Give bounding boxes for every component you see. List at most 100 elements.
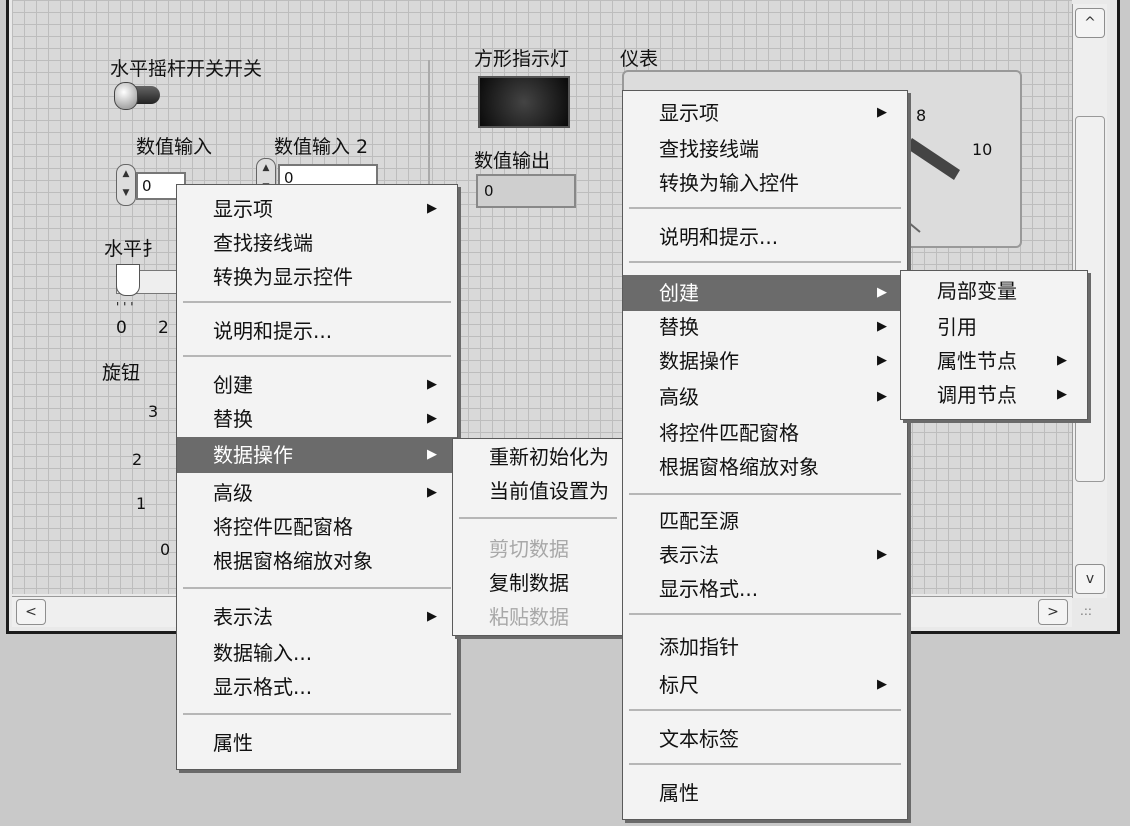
- numeric-input-1-field[interactable]: 0: [136, 172, 186, 200]
- menu-item[interactable]: 查找接线端: [623, 131, 907, 167]
- menu-item-label: 说明和提示...: [659, 225, 779, 249]
- menu-item-label: 属性节点: [937, 349, 1017, 373]
- square-led-indicator[interactable]: [478, 76, 570, 128]
- slider-tick-marks: ' ' ': [116, 300, 134, 314]
- menu-item-label: 表示法: [659, 543, 719, 567]
- menu-item[interactable]: 属性: [177, 725, 457, 761]
- menu-item[interactable]: 显示格式...: [623, 571, 907, 607]
- menu-item[interactable]: 转换为输入控件: [623, 165, 907, 201]
- menu-item-label: 查找接线端: [659, 137, 759, 161]
- menu-item-label: 显示格式...: [659, 577, 759, 601]
- menu-item[interactable]: 添加指针: [623, 629, 907, 665]
- numeric-input-1-label: 数值输入: [136, 136, 213, 158]
- submenu-arrow-icon: ▶: [1057, 387, 1067, 402]
- menu-item[interactable]: 高级▶: [623, 379, 907, 415]
- knob-tick-2: 2: [132, 450, 143, 469]
- menu-item-label: 替换: [659, 315, 699, 339]
- menu-item[interactable]: 转换为显示控件: [177, 259, 457, 295]
- menu-item[interactable]: 剪切数据: [453, 531, 623, 567]
- menu-item[interactable]: 根据窗格缩放对象: [177, 543, 457, 579]
- menu-item[interactable]: 数据操作▶: [623, 343, 907, 379]
- menu-item[interactable]: 显示格式...: [177, 669, 457, 705]
- menu-item[interactable]: 显示项▶: [177, 191, 457, 227]
- menu-item[interactable]: 创建▶: [623, 275, 907, 311]
- menu-item-label: 匹配至源: [659, 509, 739, 533]
- horizontal-toggle-switch[interactable]: [114, 82, 164, 110]
- menu-item-label: 引用: [937, 315, 977, 339]
- menu-item[interactable]: 将控件匹配窗格: [177, 509, 457, 545]
- scroll-down-icon[interactable]: v: [1075, 564, 1105, 594]
- submenu-arrow-icon: ▶: [877, 319, 887, 334]
- menu-item[interactable]: 引用: [901, 309, 1087, 345]
- menu-separator: [183, 301, 451, 303]
- menu-item[interactable]: 表示法 ▶: [623, 537, 907, 573]
- scroll-up-icon[interactable]: ^: [1075, 8, 1105, 38]
- menu-item[interactable]: 局部变量: [901, 273, 1087, 309]
- menu-item-label: 添加指针: [659, 635, 739, 659]
- numeric-input-1-spinner[interactable]: ▲▼: [116, 164, 136, 206]
- menu-item-label: 复制数据: [489, 571, 569, 595]
- submenu-arrow-icon: ▶: [427, 609, 437, 624]
- menu-separator: [629, 613, 901, 615]
- menu-item[interactable]: 数据输入...: [177, 635, 457, 671]
- create-submenu: 局部变量引用属性节点 ▶ 调用节点 ▶: [900, 270, 1088, 420]
- knob-label: 旋钮: [102, 362, 141, 384]
- menu-item[interactable]: 文本标签: [623, 721, 907, 757]
- menu-item[interactable]: 说明和提示...: [177, 313, 457, 349]
- menu-item-label: 说明和提示...: [213, 319, 333, 343]
- menu-item[interactable]: 创建▶: [177, 367, 457, 403]
- menu-item[interactable]: 替换 ▶: [623, 309, 907, 345]
- submenu-arrow-icon: ▶: [427, 377, 437, 392]
- menu-item-label: 重新初始化为: [489, 445, 609, 469]
- gauge-label: 仪表: [620, 48, 659, 70]
- menu-item[interactable]: 重新初始化为: [453, 439, 623, 475]
- scroll-left-icon[interactable]: <: [16, 599, 46, 625]
- numeric-output-field[interactable]: 0: [476, 174, 576, 208]
- menu-item-label: 转换为输入控件: [659, 171, 799, 195]
- gauge-needle-arc: [906, 138, 960, 233]
- menu-separator: [629, 493, 901, 495]
- toggle-label: 水平摇杆开关开关: [110, 58, 263, 80]
- menu-item[interactable]: 匹配至源: [623, 503, 907, 539]
- menu-item[interactable]: 替换▶: [177, 401, 457, 437]
- resize-grip-icon[interactable]: .::: [1080, 604, 1092, 618]
- menu-item[interactable]: 数据操作▶: [177, 437, 457, 473]
- menu-item-label: 调用节点: [937, 383, 1017, 407]
- menu-item[interactable]: 根据窗格缩放对象: [623, 449, 907, 485]
- data-operations-submenu: 重新初始化为当前值设置为剪切数据复制数据粘贴数据: [452, 438, 624, 636]
- menu-item[interactable]: 属性: [623, 775, 907, 811]
- menu-item[interactable]: 复制数据: [453, 565, 623, 601]
- menu-item-label: 数据操作: [213, 443, 293, 467]
- submenu-arrow-icon: ▶: [877, 677, 887, 692]
- menu-item[interactable]: 说明和提示...: [623, 219, 907, 255]
- submenu-arrow-icon: ▶: [877, 547, 887, 562]
- submenu-arrow-icon: ▶: [1057, 353, 1067, 368]
- menu-item[interactable]: 表示法 ▶: [177, 599, 457, 635]
- menu-separator: [629, 709, 901, 711]
- menu-item[interactable]: 属性节点 ▶: [901, 343, 1087, 379]
- menu-item-label: 属性: [213, 731, 253, 755]
- scroll-right-icon[interactable]: >: [1038, 599, 1068, 625]
- menu-item-label: 根据窗格缩放对象: [213, 549, 373, 573]
- menu-item-label: 文本标签: [659, 727, 739, 751]
- menu-item-label: 根据窗格缩放对象: [659, 455, 819, 479]
- menu-item[interactable]: 显示项▶: [623, 95, 907, 131]
- menu-item-label: 属性: [659, 781, 699, 805]
- numeric-output-label: 数值输出: [474, 150, 551, 172]
- menu-item[interactable]: 高级▶: [177, 475, 457, 511]
- menu-item[interactable]: 粘贴数据: [453, 599, 623, 635]
- menu-item[interactable]: 当前值设置为: [453, 473, 623, 509]
- menu-item[interactable]: 查找接线端: [177, 225, 457, 261]
- menu-item-label: 表示法: [213, 605, 273, 629]
- menu-item[interactable]: 将控件匹配窗格: [623, 415, 907, 451]
- menu-item[interactable]: 调用节点 ▶: [901, 377, 1087, 413]
- menu-item[interactable]: 标尺▶: [623, 667, 907, 703]
- submenu-arrow-icon: ▶: [427, 485, 437, 500]
- horizontal-slider-thumb[interactable]: [116, 264, 140, 296]
- slider-tick-0: 0: [116, 318, 127, 338]
- slider-tick-2: 2: [158, 318, 169, 338]
- menu-item-label: 当前值设置为: [489, 479, 609, 503]
- gauge-tick-10: 10: [972, 140, 993, 159]
- menu-item-label: 查找接线端: [213, 231, 313, 255]
- menu-separator: [629, 207, 901, 209]
